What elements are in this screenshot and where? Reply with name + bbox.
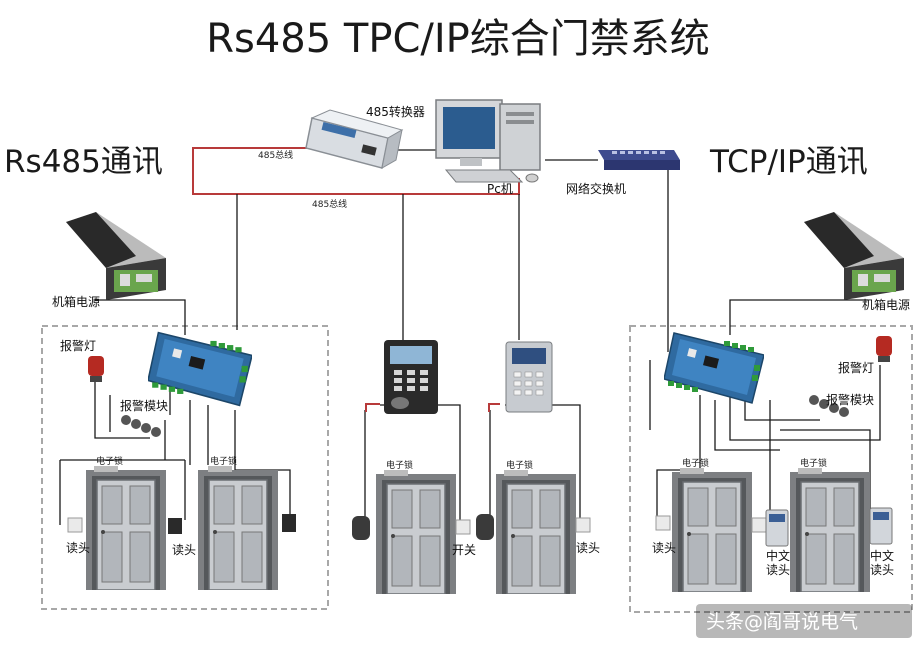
reader-device-1 [168, 518, 182, 534]
pc-label: Pc机 [487, 182, 513, 196]
red-lead-2 [488, 403, 500, 412]
controller-board-left [148, 331, 252, 407]
chinese-reader-2 [869, 507, 893, 545]
door-4 [496, 474, 576, 594]
reader-label-1: 读头 [66, 541, 90, 555]
reader-label-2: 读头 [172, 543, 196, 557]
psu-left [66, 212, 166, 300]
reader-device-2 [282, 514, 296, 532]
alarm-module-left-label: 报警模块 [120, 398, 168, 413]
tcpip-heading: TCP/IP通讯 [709, 144, 868, 180]
exit-button-2 [455, 519, 471, 535]
bus-label-upper: 485总线 [258, 149, 293, 161]
switch-label: 网络交换机 [566, 181, 626, 196]
lock-tag-2: 电子锁 [210, 455, 237, 467]
lock-tag-4: 电子锁 [506, 459, 533, 471]
switch-button-label: 开关 [452, 543, 476, 557]
controller-board-right [664, 332, 764, 404]
tcpip-controller-group [629, 325, 913, 613]
reader-label-4: 读头 [652, 541, 676, 555]
lock-tag-1: 电子锁 [96, 455, 123, 467]
chinese-reader-label-2: 中文读头 [870, 548, 894, 577]
pc-computer [435, 99, 541, 183]
alarm-light-left [88, 356, 104, 382]
alarm-module-left [121, 415, 161, 437]
rs485-bus [192, 147, 520, 195]
alarm-light-right [876, 336, 892, 362]
psu-right [804, 212, 904, 300]
alarm-light-right-label: 报警灯 [838, 360, 874, 375]
lock-tag-5: 电子锁 [682, 457, 709, 469]
fingerprint-keypad-terminal [384, 340, 438, 414]
fingerprint-reader-2 [476, 514, 494, 540]
exit-button-3 [575, 517, 591, 533]
exit-button-4 [655, 515, 671, 531]
lock-tag-3: 电子锁 [386, 459, 413, 471]
exit-button-5 [751, 517, 767, 533]
psu-left-label: 机箱电源 [52, 294, 100, 309]
converter-label: 485转换器 [366, 104, 425, 119]
lock-tag-6: 电子锁 [800, 457, 827, 469]
red-lead-1 [365, 403, 380, 412]
rs485-heading: Rs485通讯 [4, 144, 163, 180]
fingerprint-reader-1 [352, 516, 370, 540]
alarm-light-left-label: 报警灯 [60, 338, 96, 353]
door-3 [376, 474, 456, 594]
door-2 [198, 470, 278, 590]
chinese-reader-label-1: 中文读头 [766, 548, 790, 577]
chinese-reader-1 [765, 509, 789, 547]
network-switch [598, 150, 680, 170]
door-5 [672, 472, 752, 592]
watermark: 头条@阎哥说电气 [706, 611, 858, 633]
door-1 [86, 470, 166, 590]
watermark-backdrop [696, 604, 912, 638]
reader-label-3: 读头 [576, 541, 600, 555]
card-keypad-terminal [505, 341, 553, 413]
psu-right-label: 机箱电源 [862, 297, 910, 312]
alarm-module-right-label: 报警模块 [826, 392, 874, 407]
lock-tags [94, 466, 822, 476]
alarm-module-right [809, 395, 849, 417]
exit-button-1 [67, 517, 83, 533]
bus-label-lower: 485总线 [312, 198, 347, 210]
rs485-converter [305, 109, 404, 169]
data-wires [59, 149, 881, 525]
diagram-title: Rs485 TPC/IP综合门禁系统 [206, 16, 710, 62]
door-6 [790, 472, 870, 592]
